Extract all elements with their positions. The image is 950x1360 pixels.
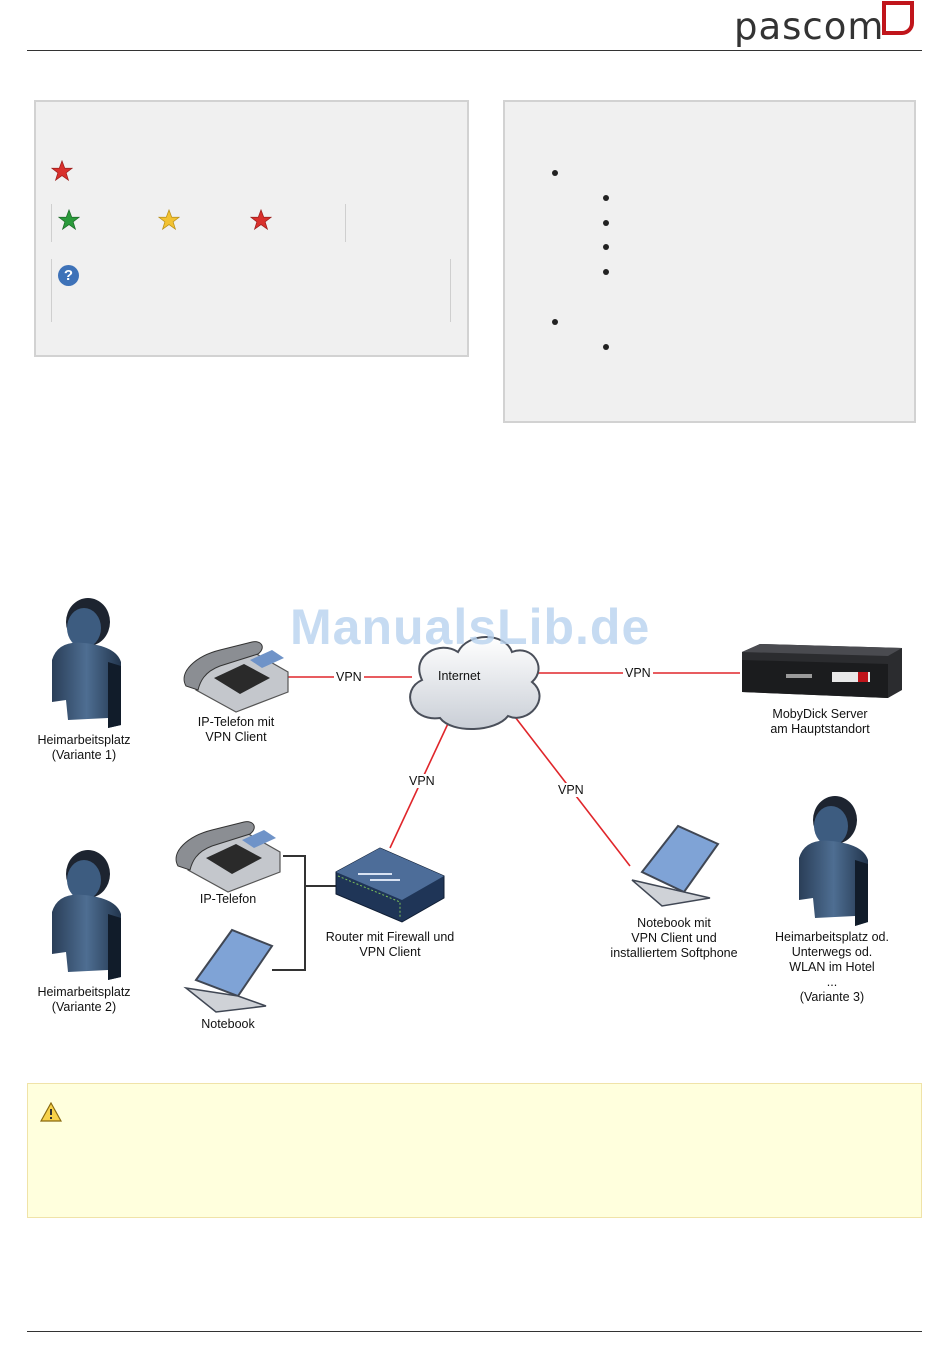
warning-icon bbox=[40, 1102, 62, 1122]
logo-text: pascom bbox=[734, 5, 885, 48]
label-line: (Variante 3) bbox=[799, 990, 865, 1004]
header-rule bbox=[27, 50, 922, 51]
star-green-icon bbox=[58, 209, 80, 231]
router-label: Router mit Firewall und VPN Client bbox=[315, 930, 465, 960]
bullet bbox=[552, 170, 558, 176]
label-line: (Variante 1) bbox=[51, 748, 117, 762]
label-line: Router mit Firewall und bbox=[325, 930, 455, 944]
label-line: Heimarbeitsplatz od. bbox=[775, 930, 889, 944]
divider bbox=[51, 204, 52, 242]
sub-bullet bbox=[603, 220, 609, 226]
vpn-label: VPN bbox=[334, 670, 364, 684]
star-red-icon bbox=[51, 160, 73, 182]
person-icon bbox=[52, 598, 121, 728]
divider bbox=[345, 204, 346, 242]
ip-phone-label: IP-Telefon bbox=[199, 892, 257, 906]
logo-mark-icon bbox=[882, 1, 914, 35]
router-icon bbox=[335, 847, 445, 923]
label-line: MobyDick Server bbox=[772, 707, 868, 721]
person3-label: Heimarbeitsplatz od. Unterwegs od. WLAN … bbox=[762, 930, 902, 1005]
lan-cable bbox=[272, 855, 338, 971]
label-line: Notebook mit bbox=[637, 916, 711, 930]
phone-icon bbox=[183, 641, 289, 713]
warning-box bbox=[27, 1083, 922, 1218]
star-yellow-icon bbox=[158, 209, 180, 231]
network-diagram bbox=[52, 598, 902, 1013]
server-label: MobyDick Server am Hauptstandort bbox=[760, 707, 880, 737]
ip-phone-vpn-label: IP-Telefon mit VPN Client bbox=[176, 715, 296, 745]
label-line: VPN Client und bbox=[631, 931, 717, 945]
watermark: ManualsLib.de bbox=[290, 599, 651, 655]
bullet bbox=[552, 319, 558, 325]
info-box-left bbox=[34, 100, 469, 357]
divider bbox=[51, 259, 52, 322]
label-line: Heimarbeitsplatz bbox=[37, 733, 131, 747]
internet-label: Internet bbox=[438, 669, 481, 683]
label-line: installiertem Softphone bbox=[610, 946, 738, 960]
sub-bullet bbox=[603, 195, 609, 201]
notebook-vpn-label: Notebook mit VPN Client und installierte… bbox=[599, 916, 749, 961]
label-line: ... bbox=[826, 975, 838, 989]
divider bbox=[450, 259, 451, 322]
label-line: VPN Client bbox=[359, 945, 421, 959]
label-line: WLAN im Hotel bbox=[789, 960, 875, 974]
help-icon: ? bbox=[58, 265, 79, 286]
label-line: (Variante 2) bbox=[51, 1000, 117, 1014]
phone-icon bbox=[175, 821, 281, 893]
sub-bullet bbox=[603, 244, 609, 250]
info-box-right bbox=[503, 100, 916, 423]
sub-bullet bbox=[603, 344, 609, 350]
vpn-label: VPN bbox=[407, 774, 437, 788]
server-icon bbox=[742, 644, 902, 698]
sub-bullet bbox=[603, 269, 609, 275]
person-icon bbox=[799, 796, 868, 926]
label-line: VPN Client bbox=[205, 730, 267, 744]
footer-rule bbox=[27, 1331, 922, 1332]
label-line: am Hauptstandort bbox=[770, 722, 870, 736]
label-line: IP-Telefon mit bbox=[197, 715, 275, 729]
vpn-label: VPN bbox=[623, 666, 653, 680]
vpn-label: VPN bbox=[556, 783, 586, 797]
star-red-icon bbox=[250, 209, 272, 231]
person1-label: Heimarbeitsplatz (Variante 1) bbox=[24, 733, 144, 763]
label-line: Heimarbeitsplatz bbox=[37, 985, 131, 999]
notebook-label: Notebook bbox=[201, 1017, 255, 1031]
person-icon bbox=[52, 850, 121, 980]
laptop-icon bbox=[631, 824, 720, 907]
label-line: Unterwegs od. bbox=[791, 945, 873, 959]
laptop-icon bbox=[183, 928, 274, 1013]
person2-label: Heimarbeitsplatz (Variante 2) bbox=[24, 985, 144, 1015]
cloud-icon bbox=[409, 636, 541, 730]
